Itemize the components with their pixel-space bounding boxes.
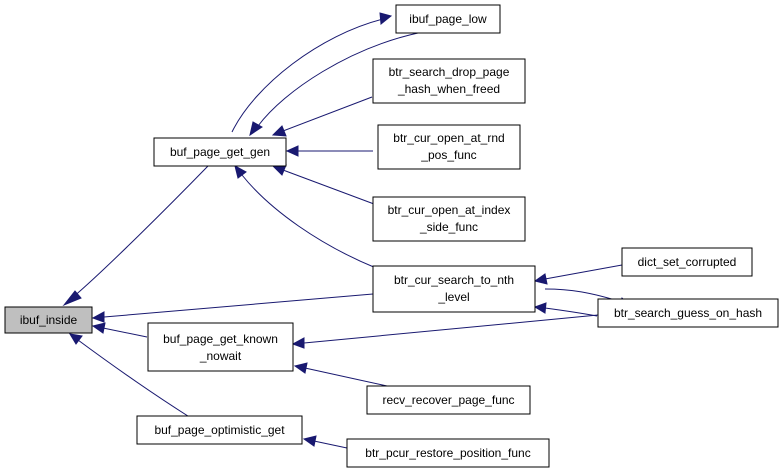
node-label: recv_recover_page_func	[382, 393, 514, 407]
node-recv-recover-page-func[interactable]: recv_recover_page_func	[366, 385, 531, 415]
arrowhead	[533, 302, 547, 314]
edges	[62, 12, 632, 449]
node-btr-cur-open-at-index[interactable]: btr_cur_open_at_index _side_func	[372, 196, 526, 242]
node-label: btr_cur_open_at_index	[388, 203, 511, 217]
node-btr-pcur-restore-position-func[interactable]: btr_pcur_restore_position_func	[346, 438, 550, 468]
node-buf-page-get-gen[interactable]: buf_page_get_gen	[153, 137, 287, 167]
node-label: btr_pcur_restore_position_func	[365, 446, 530, 460]
edge-btr-cur-search-to-nth-to-buf-page-get-gen	[241, 174, 377, 269]
arrowhead	[291, 337, 305, 349]
edge-btr-cur-search-to-nth-to-btr-search-guess	[544, 307, 598, 317]
node-label: btr_search_guess_on_hash	[614, 306, 762, 320]
arrowhead	[533, 273, 548, 285]
edge-btr-search-guess-to-buf-page-get-known	[303, 314, 599, 344]
arrowhead	[293, 362, 308, 374]
node-label: ibuf_inside	[20, 313, 78, 327]
node-label: btr_cur_open_at_rnd	[393, 131, 504, 145]
node-btr-search-guess-on-hash[interactable]: btr_search_guess_on_hash	[597, 298, 779, 328]
node-label: dict_set_corrupted	[638, 255, 737, 269]
arrowhead	[91, 311, 105, 323]
edge-buf-page-get-known-to-ibuf-inside	[102, 327, 148, 338]
arrowhead	[69, 333, 83, 345]
node-label: _hash_when_freed	[397, 82, 500, 96]
node-dict-set-corrupted[interactable]: dict_set_corrupted	[621, 247, 753, 277]
edge-btr-search-drop-page-to-buf-page-get-gen	[282, 96, 373, 132]
node-label: btr_search_drop_page	[389, 65, 510, 79]
arrowhead	[234, 165, 247, 179]
node-label: buf_page_optimistic_get	[154, 423, 285, 437]
edge-dict-set-corrupted-to-btr-cur-search-to-nth	[544, 264, 623, 280]
edge-btr-pcur-restore-to-buf-page-optimistic	[313, 440, 348, 449]
edge-buf-page-optimistic-to-ibuf-inside	[77, 339, 192, 419]
arrowhead	[249, 121, 263, 137]
node-label: _pos_func	[420, 148, 476, 162]
node-label: buf_page_get_gen	[170, 145, 270, 159]
node-btr-cur-open-at-rnd[interactable]: btr_cur_open_at_rnd _pos_func	[377, 124, 521, 170]
arrowhead	[271, 125, 287, 137]
edge-ibuf-page-low-to-buf-page-get-gen	[231, 18, 384, 133]
edge-btr-cur-open-at-index-to-buf-page-get-gen	[282, 169, 375, 205]
edge-buf-page-get-gen-to-ibuf-inside	[71, 165, 209, 299]
node-btr-cur-search-to-nth[interactable]: btr_cur_search_to_nth _level	[372, 265, 536, 313]
arrowhead	[62, 290, 82, 307]
edge-recv-recover-page-to-buf-page-get-known	[304, 367, 388, 387]
node-ibuf-page-low[interactable]: ibuf_page_low	[395, 4, 501, 34]
node-btr-search-drop-page[interactable]: btr_search_drop_page _hash_when_freed	[372, 58, 526, 104]
arrowhead	[91, 322, 106, 334]
node-buf-page-get-known[interactable]: buf_page_get_known _nowait	[147, 322, 294, 372]
node-label: _nowait	[199, 349, 242, 363]
arrowhead	[285, 145, 299, 157]
node-label: _level	[437, 290, 469, 304]
arrowhead	[302, 435, 317, 447]
arrowhead	[379, 12, 393, 25]
edge-buf-page-get-gen-to-ibuf-page-low	[257, 32, 419, 127]
node-label: btr_cur_search_to_nth	[394, 273, 514, 287]
node-ibuf-inside[interactable]: ibuf_inside	[4, 306, 93, 334]
node-label: ibuf_page_low	[409, 12, 487, 26]
node-buf-page-optimistic-get[interactable]: buf_page_optimistic_get	[136, 415, 303, 445]
node-label: buf_page_get_known	[163, 332, 278, 346]
edge-btr-cur-search-to-nth-to-ibuf-inside	[103, 293, 374, 318]
node-label: _side_func	[419, 220, 478, 234]
